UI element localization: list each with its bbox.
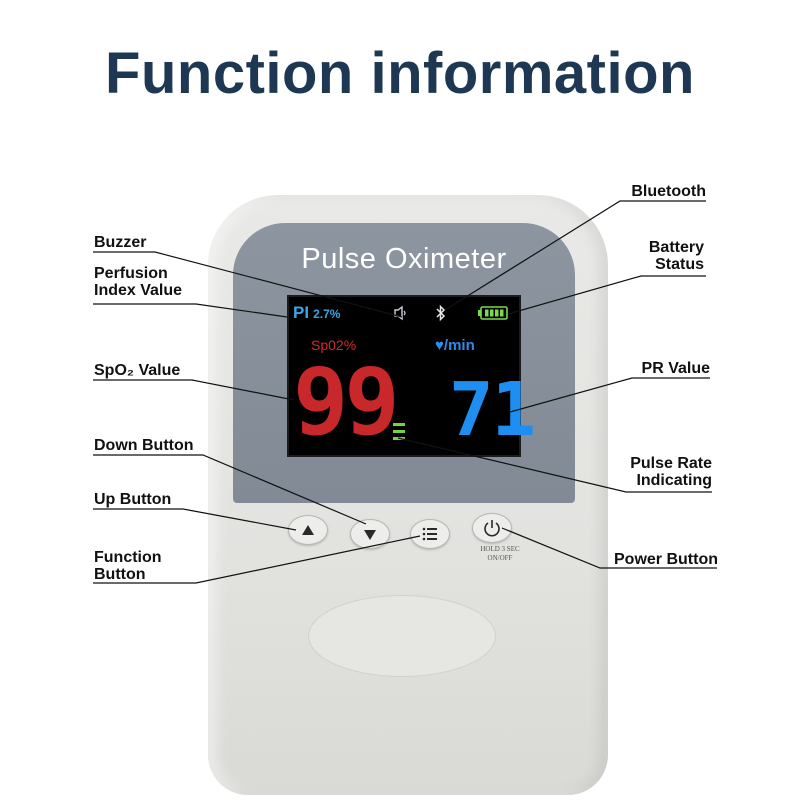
- pr-unit-label: ♥/min: [435, 337, 475, 354]
- triangle-up-icon: [302, 525, 314, 535]
- pi-value: 2.7%: [313, 307, 341, 321]
- power-hint-line2: ON/OFF: [487, 554, 513, 562]
- spo2-unit-label: Sp02%: [311, 337, 357, 353]
- label-bluetooth: Bluetooth: [631, 183, 706, 200]
- label-function-line1: Function: [94, 549, 162, 566]
- label-perfusion-line1: Perfusion: [94, 265, 168, 282]
- power-icon: [484, 520, 500, 537]
- power-button[interactable]: [472, 513, 512, 543]
- page-title: Function information: [105, 41, 695, 106]
- label-function-line2: Button: [94, 566, 146, 583]
- label-spo2-value: SpO₂ Value: [94, 362, 181, 379]
- battery-icon: [478, 306, 508, 320]
- label-pr-value: PR Value: [641, 360, 710, 377]
- triangle-down-icon: [364, 530, 376, 540]
- label-battery-line2: Status: [655, 256, 704, 273]
- power-hint: HOLD 3 SEC ON/OFF: [470, 545, 530, 563]
- function-button[interactable]: [410, 519, 450, 549]
- label-up-button: Up Button: [94, 491, 172, 508]
- power-hint-line1: HOLD 3 SEC: [480, 545, 520, 553]
- label-perfusion-index: Perfusion Index Value: [94, 265, 182, 299]
- finger-grip: [308, 595, 496, 677]
- label-function-button: Function Button: [94, 549, 162, 583]
- label-battery-status: Battery Status: [649, 239, 704, 273]
- bluetooth-icon: [436, 304, 446, 322]
- label-perfusion-line2: Index Value: [94, 282, 183, 299]
- label-pulse-rate-line1: Pulse Rate: [630, 455, 712, 472]
- label-battery-line1: Battery: [648, 239, 704, 256]
- menu-icon: [422, 527, 437, 541]
- label-power-button: Power Button: [614, 551, 718, 568]
- label-pulse-rate-indicating: Pulse Rate Indicating: [630, 455, 712, 489]
- down-button[interactable]: [350, 519, 390, 549]
- pi-label: PI: [293, 303, 310, 322]
- pr-readout: 71: [449, 367, 536, 453]
- label-down-button: Down Button: [94, 437, 194, 454]
- speaker-icon: [394, 305, 406, 321]
- label-buzzer: Buzzer: [94, 234, 147, 251]
- device-brand: Pulse Oximeter: [301, 243, 507, 275]
- label-pulse-rate-line2: Indicating: [636, 472, 712, 489]
- spo2-readout: 99: [293, 349, 400, 456]
